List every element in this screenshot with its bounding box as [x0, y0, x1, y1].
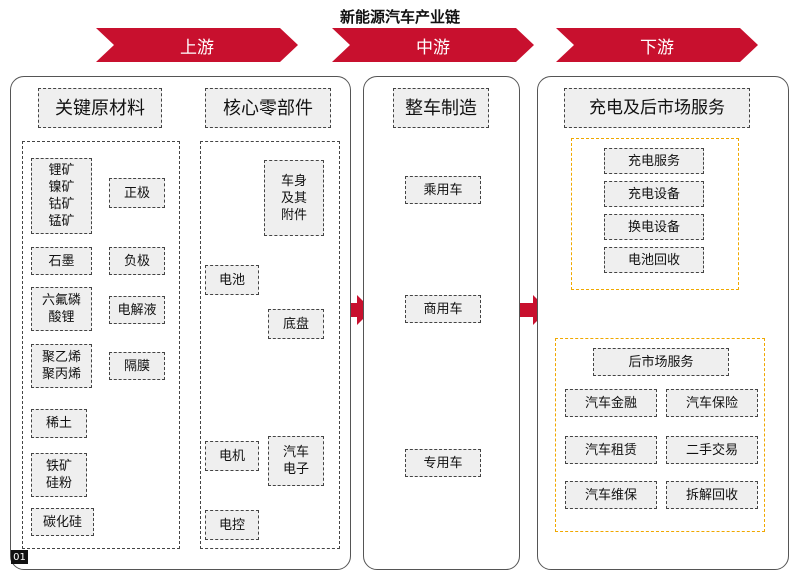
parts-group: [200, 141, 340, 549]
dismantling-recycling-box: 拆解回收: [666, 481, 758, 509]
stage-label-downstream: 下游: [640, 37, 674, 58]
auto-finance-box: 汽车金融: [565, 389, 657, 417]
chassis-box: 底盘: [268, 309, 324, 339]
charging-group: [571, 138, 739, 290]
stage-label-upstream: 上游: [180, 37, 214, 58]
rare-earth-box: 稀土: [31, 409, 87, 438]
separator-box: 隔膜: [109, 352, 165, 380]
iron-silicon-box: 铁矿 硅粉: [31, 453, 87, 497]
used-car-trade-box: 二手交易: [666, 436, 758, 464]
materials-header: 关键原材料: [38, 88, 162, 128]
maintenance-box: 汽车维保: [565, 481, 657, 509]
lipf6-box: 六氟磷 酸锂: [31, 287, 92, 331]
auto-insurance-box: 汽车保险: [666, 389, 758, 417]
anode-box: 负极: [109, 247, 165, 275]
sic-box: 碳化硅: [31, 508, 94, 536]
charging-equipment-box: 充电设备: [604, 181, 704, 207]
aftermarket-group: [555, 338, 765, 532]
stage-chevron-upstream: 上游: [96, 28, 298, 62]
downstream-header: 充电及后市场服务: [564, 88, 750, 128]
page-title: 新能源汽车产业链: [339, 8, 460, 26]
car-leasing-box: 汽车租赁: [565, 436, 657, 464]
stage-label-midstream: 中游: [416, 37, 450, 58]
cathode-box: 正极: [109, 178, 165, 208]
pe-pp-box: 聚乙烯 聚丙烯: [31, 344, 92, 388]
vehicle-manufacturing-header: 整车制造: [393, 88, 489, 128]
auto-electronics-box: 汽车 电子: [268, 436, 324, 486]
motor-control-box: 电控: [205, 510, 259, 540]
graphite-box: 石墨: [31, 247, 92, 275]
materials-group: [22, 141, 180, 549]
stage-chevron-midstream: 中游: [332, 28, 534, 62]
charging-service-box: 充电服务: [604, 148, 704, 174]
swap-equipment-box: 换电设备: [604, 214, 704, 240]
body-parts-box: 车身 及其 附件: [264, 160, 324, 236]
battery-box: 电池: [205, 265, 259, 295]
motor-box: 电机: [205, 441, 259, 471]
commercial-vehicle-box: 商用车: [405, 295, 481, 323]
parts-header: 核心零部件: [205, 88, 331, 128]
electrolyte-box: 电解液: [109, 296, 165, 324]
aftermarket-header: 后市场服务: [593, 348, 729, 376]
stage-chevron-downstream: 下游: [556, 28, 758, 62]
special-vehicle-box: 专用车: [405, 449, 481, 477]
page-number-badge: 01: [11, 550, 28, 564]
battery-recycling-box: 电池回收: [604, 247, 704, 273]
midstream-panel: [363, 76, 520, 570]
passenger-car-box: 乘用车: [405, 176, 481, 204]
minerals-box: 锂矿 镍矿 钴矿 锰矿: [31, 158, 92, 234]
